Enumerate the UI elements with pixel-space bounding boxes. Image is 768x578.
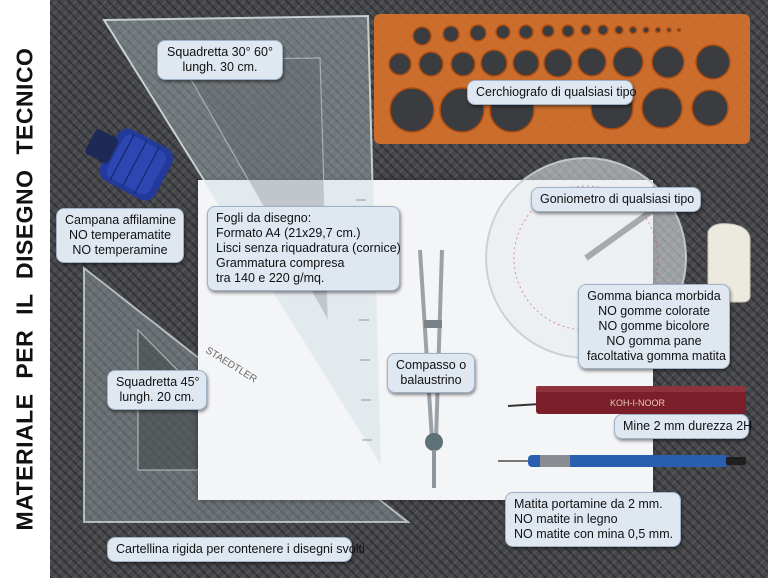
label-campana-affilamine: Campana affilamine NO temperamatite NO t… <box>56 208 184 263</box>
label-matita-portamine: Matita portamine da 2 mm. NO matite in l… <box>505 492 681 547</box>
compasso-tool <box>418 249 444 488</box>
ruler-brand-mark: STAEDTLER <box>203 345 258 385</box>
label-compasso: Compasso o balaustrino <box>387 353 475 393</box>
campana-sharpener <box>85 128 174 201</box>
title-sidebar: MATERIALE PER IL DISEGNO TECNICO <box>0 0 50 578</box>
mine-leadholder: KOH-I-NOOR <box>507 386 746 414</box>
matita-portamine <box>498 455 746 467</box>
label-squadretta-30-60: Squadretta 30° 60° lungh. 30 cm. <box>157 40 283 80</box>
label-cartellina: Cartellina rigida per contenere i disegn… <box>107 537 365 562</box>
label-fogli-da-disegno: Fogli da disegno: Formato A4 (21x29,7 cm… <box>207 206 401 291</box>
label-gomma: Gomma bianca morbida NO gomme colorate N… <box>578 284 730 369</box>
label-squadretta-45: Squadretta 45° lungh. 20 cm. <box>107 370 207 410</box>
label-goniometro: Goniometro di qualsiasi tipo <box>531 187 701 212</box>
cerchiografo-tool <box>374 14 750 144</box>
leadholder-brand-mark: KOH-I-NOOR <box>610 398 665 408</box>
label-mine: Mine 2 mm durezza 2H <box>614 414 752 439</box>
label-cerchiografo: Cerchiografo di qualsiasi tipo <box>467 80 637 105</box>
